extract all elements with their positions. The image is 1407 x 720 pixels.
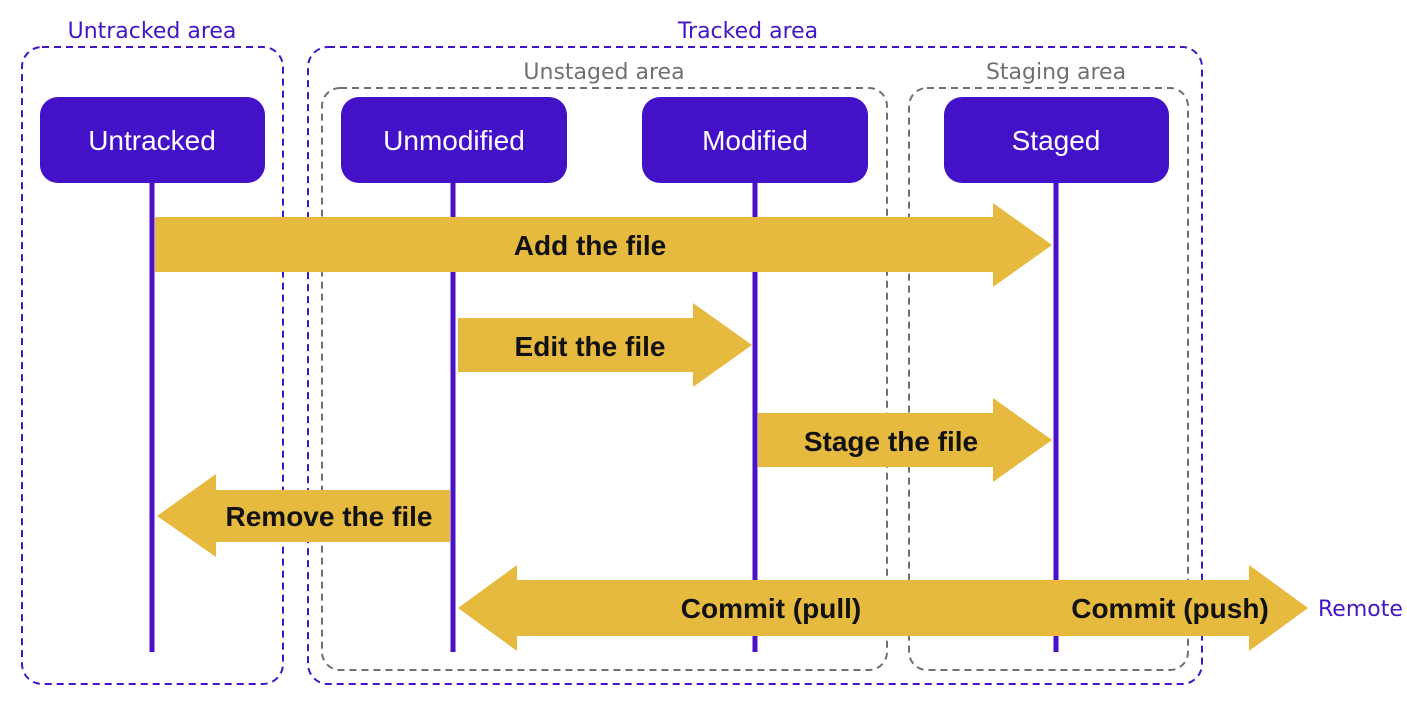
state-staged: Staged xyxy=(944,97,1169,183)
staging-area-region xyxy=(908,87,1189,671)
add-file-label: Add the file xyxy=(514,230,666,261)
remove-file-arrow xyxy=(157,474,450,557)
remove-file-label: Remove the file xyxy=(226,501,433,532)
untracked-area-region xyxy=(21,46,284,685)
stage-file-label: Stage the file xyxy=(804,426,978,457)
commit-push-label: Commit (push) xyxy=(1071,593,1269,624)
edit-file-label: Edit the file xyxy=(515,331,666,362)
untracked-area-label: Untracked area xyxy=(68,19,237,44)
commit-arrow xyxy=(458,565,1308,651)
state-modified-label: Modified xyxy=(702,125,808,156)
stage-file-arrow xyxy=(758,398,1052,482)
unstaged-area-label: Unstaged area xyxy=(523,60,684,85)
state-modified: Modified xyxy=(642,97,868,183)
edit-file-arrow xyxy=(458,303,752,387)
tracked-area-label: Tracked area xyxy=(677,19,818,44)
state-unmodified-label: Unmodified xyxy=(383,125,525,156)
state-staged-label: Staged xyxy=(1012,125,1101,156)
state-untracked: Untracked xyxy=(40,97,265,183)
unstaged-area-region xyxy=(321,87,888,671)
state-unmodified: Unmodified xyxy=(341,97,567,183)
staging-area-label: Staging area xyxy=(986,60,1126,85)
commit-pull-label: Commit (pull) xyxy=(681,593,861,624)
state-untracked-label: Untracked xyxy=(88,125,216,156)
remote-label: Remote xyxy=(1318,597,1403,622)
tracked-area-region xyxy=(307,46,1203,685)
add-file-arrow xyxy=(155,203,1052,287)
